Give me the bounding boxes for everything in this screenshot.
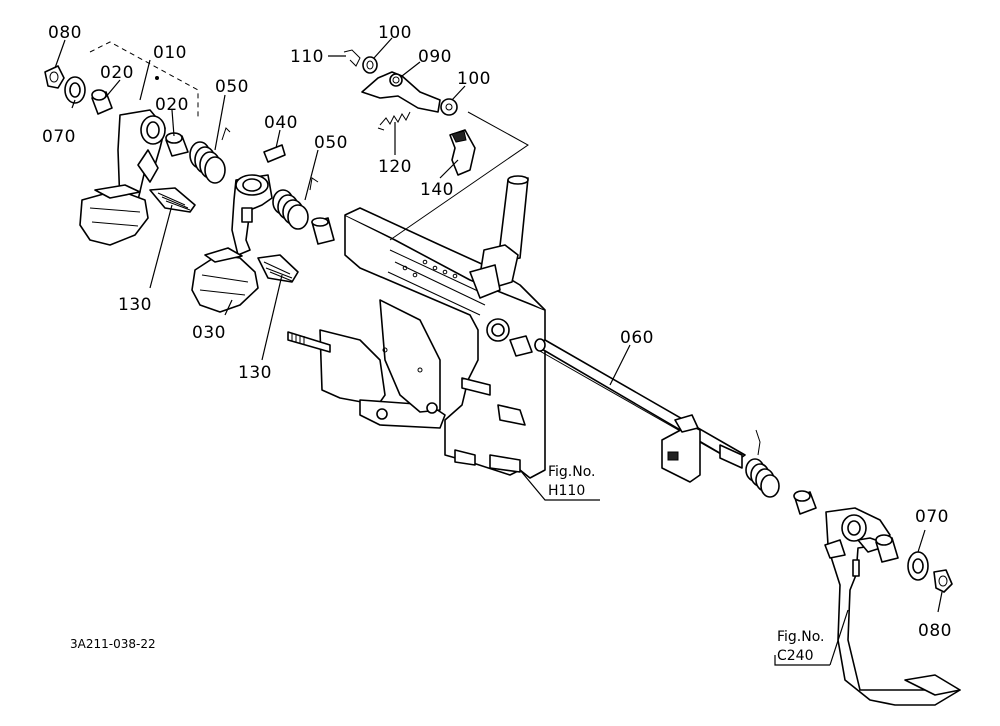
label-010: 010 (153, 43, 187, 63)
label-070-left: 070 (42, 127, 76, 147)
leader-lines (54, 37, 943, 666)
label-130-left: 130 (118, 295, 152, 315)
fig-ref-c240-line1: Fig.No. (777, 629, 825, 645)
fig-ref-h110-line2: H110 (548, 483, 585, 499)
label-060: 060 (620, 328, 654, 348)
washer-100a (362, 56, 378, 74)
label-030: 030 (192, 323, 226, 343)
cross-shaft-060 (534, 338, 746, 483)
spring-120 (377, 111, 411, 131)
label-080-right: 080 (918, 621, 952, 641)
label-130-center: 130 (238, 363, 272, 383)
pedal-030 (191, 174, 273, 313)
washer-070b (907, 551, 929, 581)
label-040: 040 (264, 113, 298, 133)
label-050-left: 050 (215, 77, 249, 97)
label-070-right: 070 (915, 507, 949, 527)
label-120: 120 (378, 157, 412, 177)
fig-ref-c240-line2: C240 (777, 648, 814, 664)
bushing-020c (793, 490, 817, 515)
lever-090 (361, 71, 441, 113)
label-100-top: 100 (378, 23, 412, 43)
label-140: 140 (420, 180, 454, 200)
spring-050c (745, 429, 780, 498)
group-dot (155, 76, 159, 80)
spring-050b (272, 177, 319, 230)
washer-100b (440, 98, 458, 116)
clip-110 (343, 49, 361, 67)
label-020-right: 020 (155, 95, 189, 115)
pedal-bracket-frame (287, 175, 546, 479)
label-050-center: 050 (314, 133, 348, 153)
label-090: 090 (418, 47, 452, 67)
bushing-020b (165, 132, 189, 157)
pad-140 (449, 129, 476, 176)
pedal-pad-130b (257, 254, 299, 283)
label-110: 110 (290, 47, 324, 67)
pin-040 (263, 144, 286, 163)
pedal-right (824, 507, 961, 706)
spring-050a (189, 127, 231, 184)
snap-ring-080b (933, 569, 953, 593)
label-020-left: 020 (100, 63, 134, 83)
fig-ref-h110-line1: Fig.No. (548, 464, 596, 480)
label-080-left: 080 (48, 23, 82, 43)
label-100-right: 100 (457, 69, 491, 89)
drawing-code: 3A211-038-22 (70, 637, 156, 651)
bushing-020a (91, 89, 113, 115)
bushing-right (875, 534, 899, 563)
pedal-pad-130a (149, 187, 196, 213)
snap-ring-080a (44, 65, 65, 89)
group-bracket-010 (89, 41, 199, 118)
pedal-010 (79, 109, 166, 246)
washer-070a (64, 76, 86, 104)
leader-top-group (389, 111, 529, 241)
